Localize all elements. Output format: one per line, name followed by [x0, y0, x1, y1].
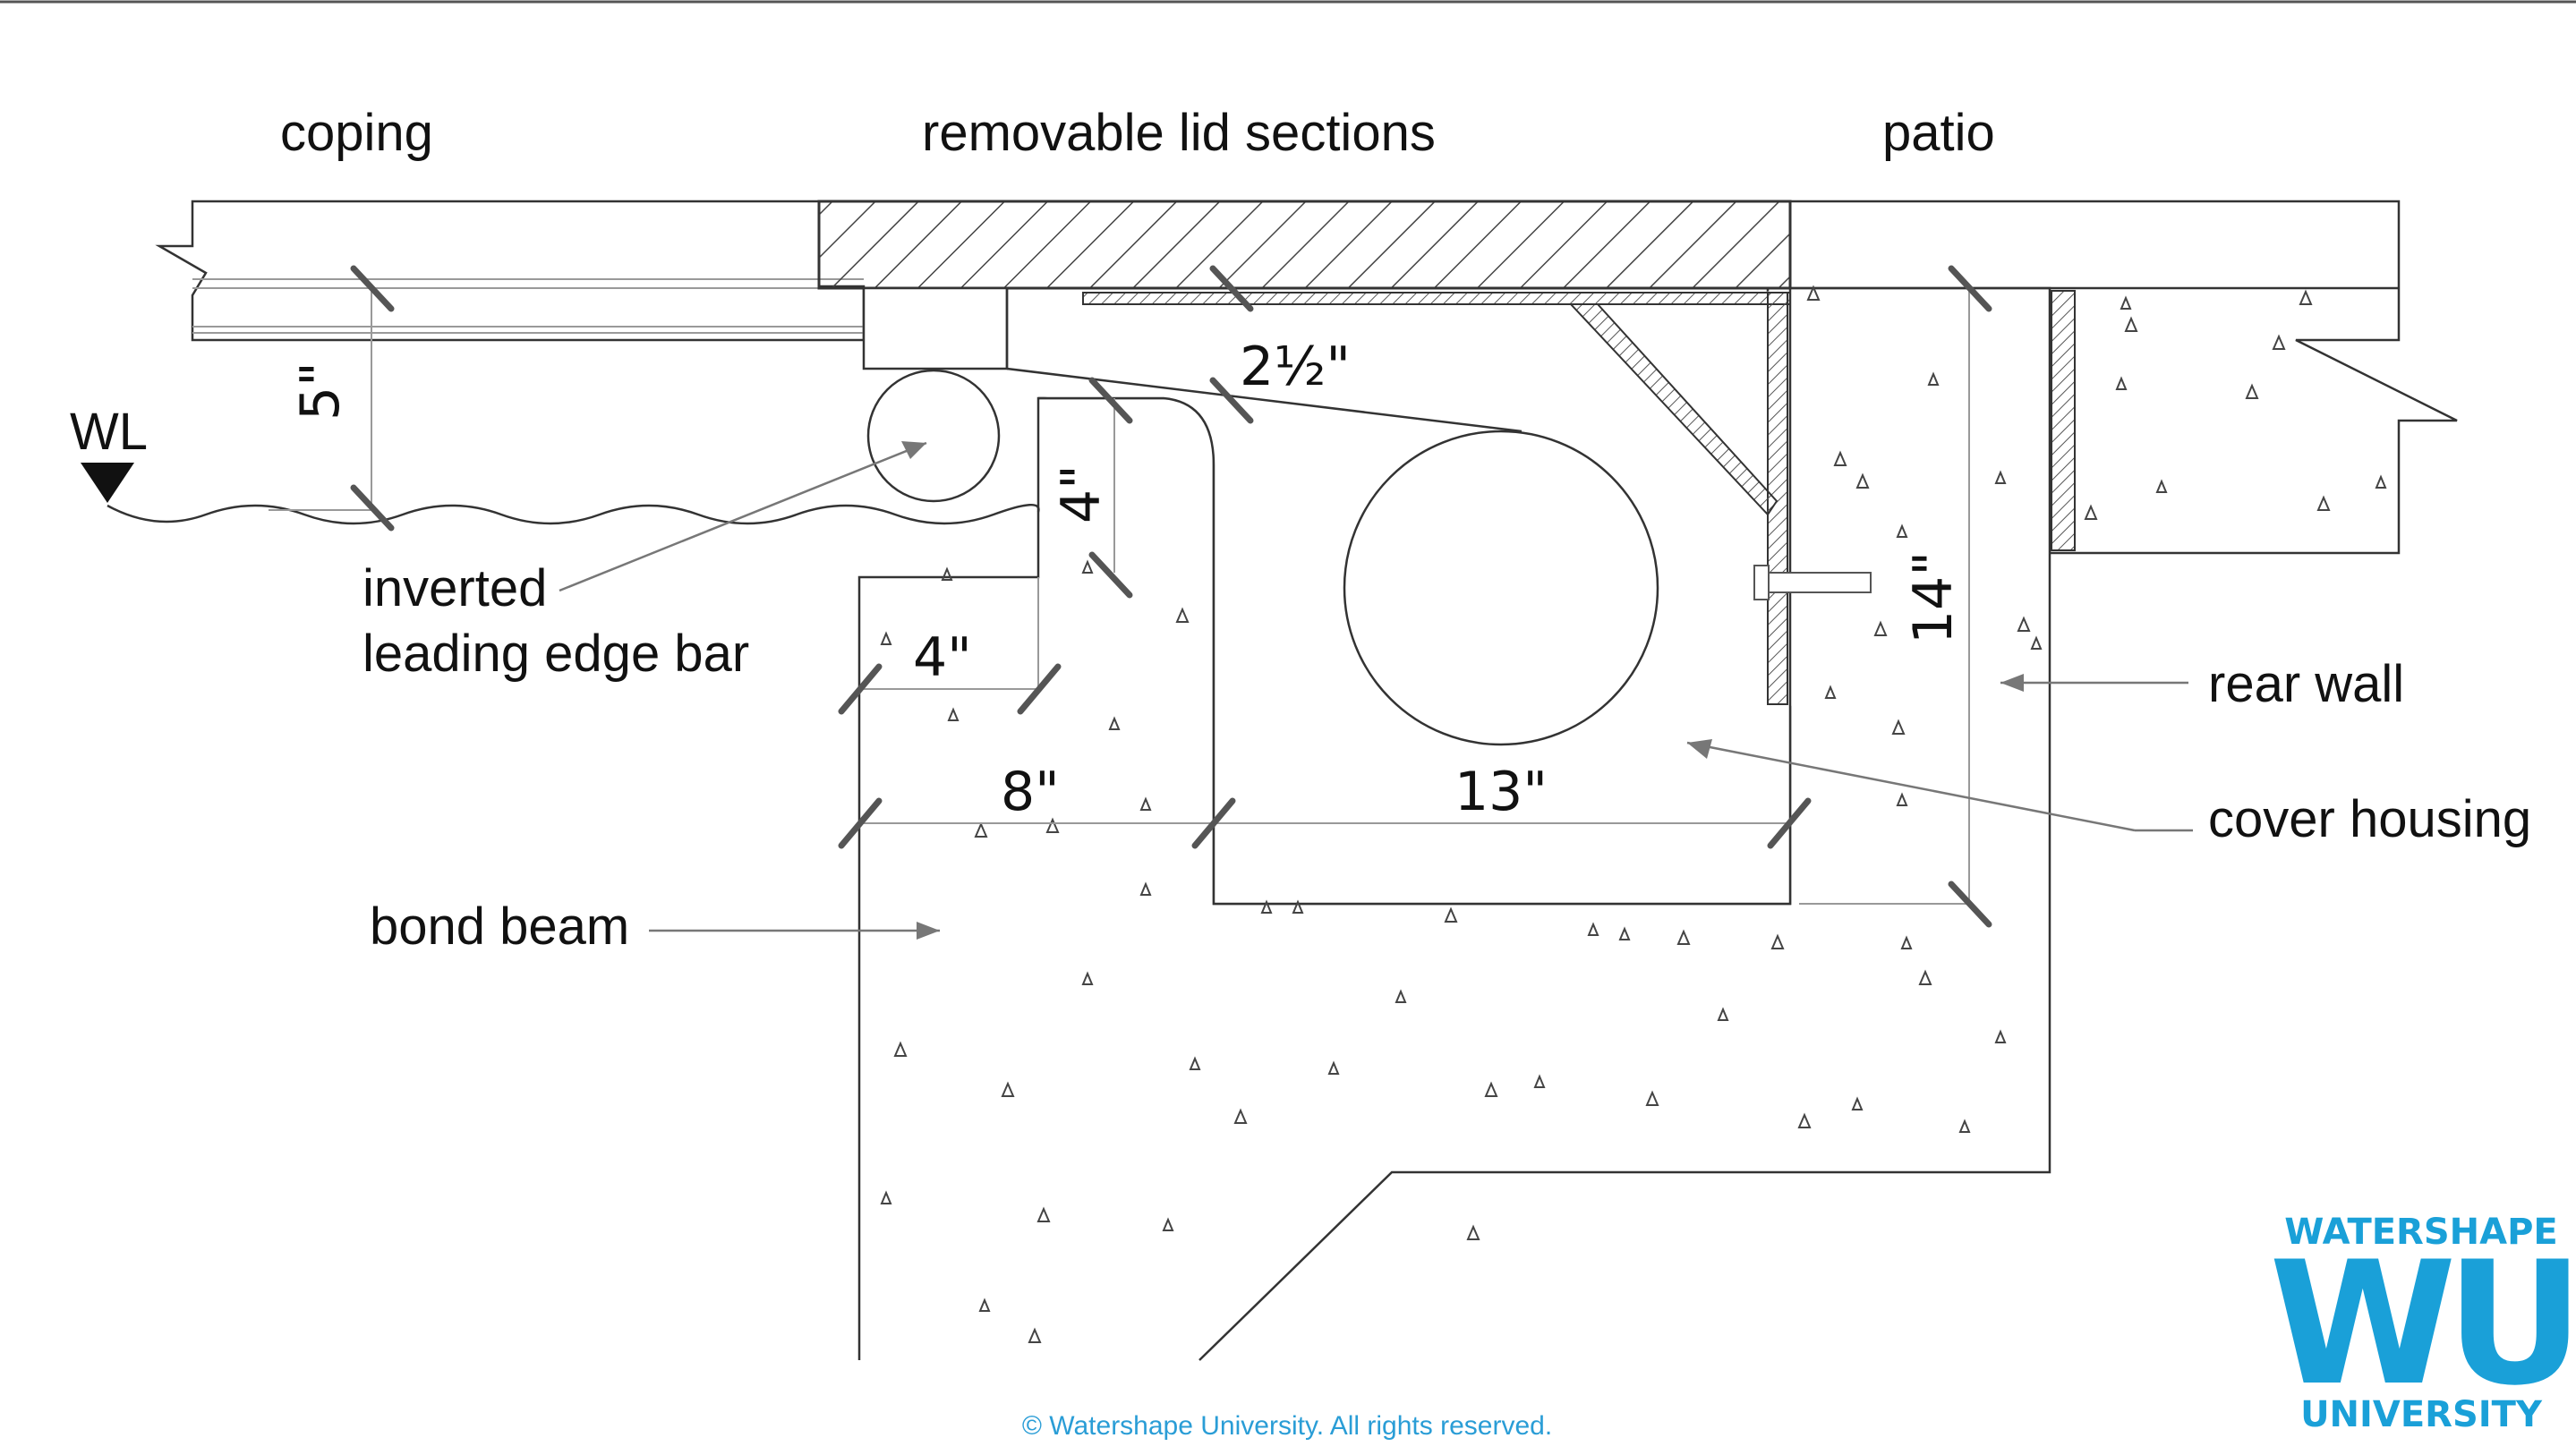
dim-housing-depth: 14"	[1902, 551, 1965, 644]
water-surface	[107, 503, 1040, 525]
leading-edge-label-2: leading edge bar	[363, 625, 749, 683]
dim-lip-width: 4"	[913, 626, 972, 689]
water-level-label: WL	[70, 403, 148, 461]
inverted-leading-edge-bar	[866, 369, 1001, 503]
leading-edge-label-1: inverted	[363, 559, 547, 617]
dimension-lines	[269, 286, 1970, 905]
patio-label: patio	[1882, 104, 1995, 162]
dim-housing-width: 13"	[1454, 761, 1548, 823]
coping-label: coping	[280, 104, 433, 162]
cover-housing-label: cover housing	[2208, 790, 2531, 848]
lid-sections-label: removable lid sections	[922, 104, 1436, 162]
logo-mark: WU	[2269, 1225, 2573, 1423]
leader-arrows	[559, 441, 2193, 940]
removable-lid-hatched	[817, 200, 1792, 290]
dim-beam-width: 8"	[1001, 761, 1060, 823]
logo-bottom-text: UNIVERSITY	[2300, 1394, 2543, 1435]
bond-beam-label: bond beam	[370, 898, 629, 956]
logo-top-text: WATERSHAPE	[2284, 1212, 2557, 1253]
dim-coping-depth: 5"	[289, 362, 352, 421]
watershape-university-logo: WATERSHAPE WU UNIVERSITY	[2269, 1212, 2576, 1435]
dimension-ticks	[350, 265, 1992, 928]
dim-lip-height: 4"	[1050, 464, 1113, 523]
patio-slab	[1790, 200, 2458, 555]
rear-wall-label: rear wall	[2208, 655, 2404, 713]
anchor-bolt	[1758, 572, 1872, 593]
cover-roll	[1343, 430, 1659, 746]
lid-support-block	[862, 286, 1009, 370]
copyright-notice: © Watershape University. All rights rese…	[1022, 1411, 1552, 1441]
expansion-joint	[2051, 290, 2076, 551]
coping-slab	[155, 200, 866, 342]
lid-support-rail	[1082, 292, 1791, 305]
water-level-icon	[81, 463, 134, 503]
bracket-diagonal-brace	[1568, 303, 1778, 516]
concrete-aggregate-marks	[880, 285, 2387, 1343]
dim-lid-gap: 2½"	[1240, 336, 1351, 398]
